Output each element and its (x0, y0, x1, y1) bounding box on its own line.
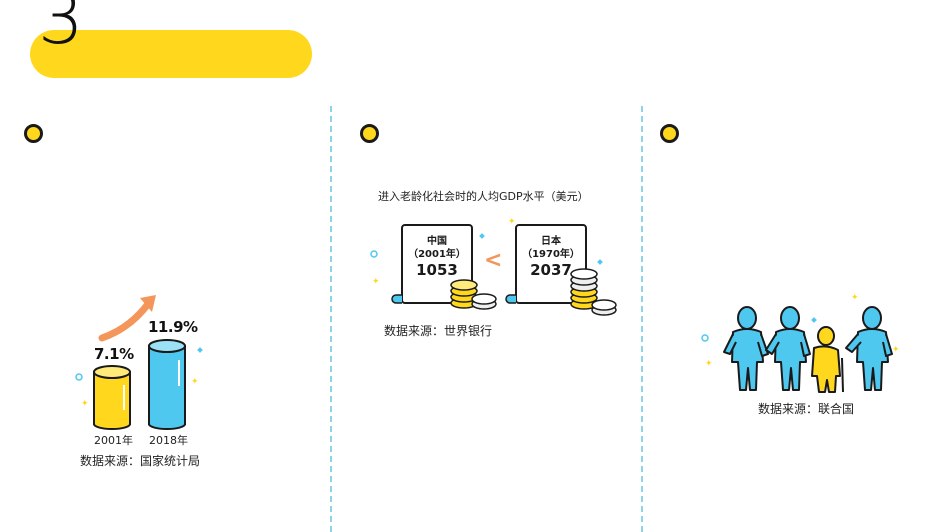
japan-gdp-value: 2037 (530, 261, 572, 279)
arrow-head-icon (140, 295, 156, 312)
person-icon (845, 306, 893, 391)
person-icon (765, 306, 811, 391)
gdp-chart-title: 进入老龄化社会时的人均GDP水平（美元） (378, 190, 589, 203)
japan-coin-stack-icon (570, 268, 617, 316)
less-than-symbol: < (484, 248, 503, 273)
china-label: 中国 (427, 236, 447, 247)
growth-arrow-icon (98, 300, 152, 342)
svg-text:✦: ✦ (372, 277, 380, 287)
value-2001: 7.1% (94, 345, 134, 363)
svg-text:✦: ✦ (851, 293, 859, 303)
source-caption-3: 数据来源：联合国 (758, 402, 855, 416)
japan-label: 日本 (541, 236, 561, 247)
gdp-comparison-graphic: ✦ ✦ (370, 217, 617, 316)
japan-card: 日本 （1970年） 2037 (516, 236, 586, 280)
value-2018: 11.9% (148, 318, 198, 336)
bullet-1 (24, 124, 43, 143)
svg-text:✦: ✦ (892, 345, 900, 355)
china-gdp-value: 1053 (416, 261, 458, 279)
svg-text:✦: ✦ (191, 377, 199, 387)
china-card: 中国 （2001年） 1053 (402, 236, 472, 280)
column-divider-2 (641, 106, 643, 532)
population-graphic: ✦ ✦ ✦ (701, 293, 900, 393)
source-caption-1: 数据来源：国家统计局 (80, 454, 201, 468)
section-number: 3 (38, 0, 84, 60)
svg-text:✦: ✦ (705, 359, 713, 369)
svg-text:✦: ✦ (81, 399, 89, 409)
growth-chart-graphic: ✦ ✦ (75, 295, 203, 430)
svg-text:✦: ✦ (508, 217, 516, 227)
japan-year: （1970年） (522, 248, 580, 260)
person-icon (723, 306, 769, 391)
bullet-2 (360, 124, 379, 143)
elderly-person-icon (811, 326, 844, 393)
section-header-bar (30, 30, 312, 78)
source-caption-2: 数据来源：世界银行 (384, 324, 493, 338)
china-year: （2001年） (408, 248, 466, 260)
year-2001-label: 2001年 (94, 434, 133, 447)
column-divider-1 (330, 106, 332, 532)
year-2018-label: 2018年 (149, 434, 188, 447)
china-coin-stack-icon (450, 279, 497, 310)
bullet-3 (660, 124, 679, 143)
